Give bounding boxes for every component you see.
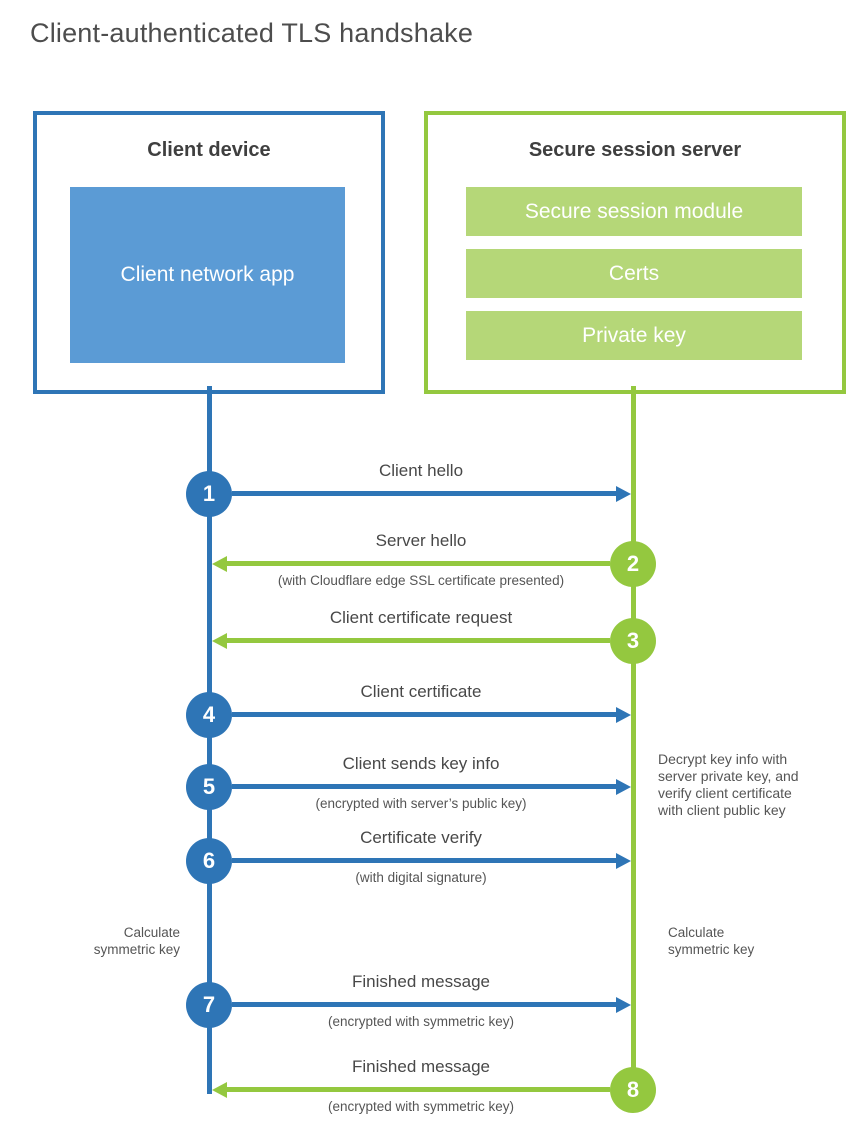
step-sublabel: (encrypted with server’s public key) bbox=[315, 796, 527, 811]
step-arrow bbox=[232, 784, 616, 789]
step-arrow bbox=[232, 491, 616, 496]
step-label: Client certificate bbox=[360, 682, 482, 701]
step-number-badge: 2 bbox=[610, 541, 656, 587]
step-number-badge: 4 bbox=[186, 692, 232, 738]
step-label: Finished message bbox=[352, 972, 490, 991]
arrowhead-icon bbox=[212, 556, 227, 572]
client-device-title: Client device bbox=[147, 139, 271, 161]
step-arrow bbox=[227, 1087, 610, 1092]
step-number-badge: 7 bbox=[186, 982, 232, 1028]
client-device-box: Client device Client network app bbox=[33, 111, 385, 394]
arrowhead-icon bbox=[616, 707, 631, 723]
client-network-app-box: Client network app bbox=[70, 187, 345, 363]
step-number-badge: 6 bbox=[186, 838, 232, 884]
arrowhead-icon bbox=[616, 779, 631, 795]
arrowhead-icon bbox=[616, 486, 631, 502]
step-arrow bbox=[232, 1002, 616, 1007]
step-label: Client certificate request bbox=[329, 608, 513, 627]
step-label: Client hello bbox=[378, 461, 464, 480]
server-module-bar: Certs bbox=[466, 249, 802, 298]
arrowhead-icon bbox=[212, 1082, 227, 1098]
server-calculate-key-note: Calculate symmetric key bbox=[668, 925, 755, 957]
server-module-bar: Secure session module bbox=[466, 187, 802, 236]
server-decrypt-note: Decrypt key info with server private key… bbox=[658, 751, 799, 818]
step-label: Certificate verify bbox=[360, 828, 482, 847]
step-sublabel: (with Cloudflare edge SSL certificate pr… bbox=[277, 573, 565, 588]
step-label: Client sends key info bbox=[342, 754, 500, 773]
step-arrow bbox=[227, 561, 610, 566]
step-label: Finished message bbox=[352, 1057, 490, 1076]
step-sublabel: (encrypted with symmetric key) bbox=[327, 1014, 515, 1029]
step-number-badge: 1 bbox=[186, 471, 232, 517]
step-number-badge: 5 bbox=[186, 764, 232, 810]
client-calculate-key-note: Calculate symmetric key bbox=[93, 925, 180, 957]
arrowhead-icon bbox=[616, 997, 631, 1013]
secure-session-server-box: Secure session server Secure session mod… bbox=[424, 111, 846, 394]
arrowhead-icon bbox=[212, 633, 227, 649]
client-lifeline bbox=[207, 386, 212, 1094]
step-sublabel: (encrypted with symmetric key) bbox=[327, 1099, 515, 1114]
step-arrow bbox=[232, 712, 616, 717]
secure-session-server-title: Secure session server bbox=[528, 139, 742, 161]
step-label: Server hello bbox=[375, 531, 467, 550]
step-number-badge: 8 bbox=[610, 1067, 656, 1113]
step-arrow bbox=[227, 638, 610, 643]
page-title: Client-authenticated TLS handshake bbox=[30, 18, 474, 48]
arrowhead-icon bbox=[616, 853, 631, 869]
step-arrow bbox=[232, 858, 616, 863]
client-network-app-label: Client network app bbox=[120, 263, 295, 287]
step-sublabel: (with digital signature) bbox=[355, 870, 487, 885]
step-number-badge: 3 bbox=[610, 618, 656, 664]
server-module-bar: Private key bbox=[466, 311, 802, 360]
server-lifeline bbox=[631, 386, 636, 1090]
